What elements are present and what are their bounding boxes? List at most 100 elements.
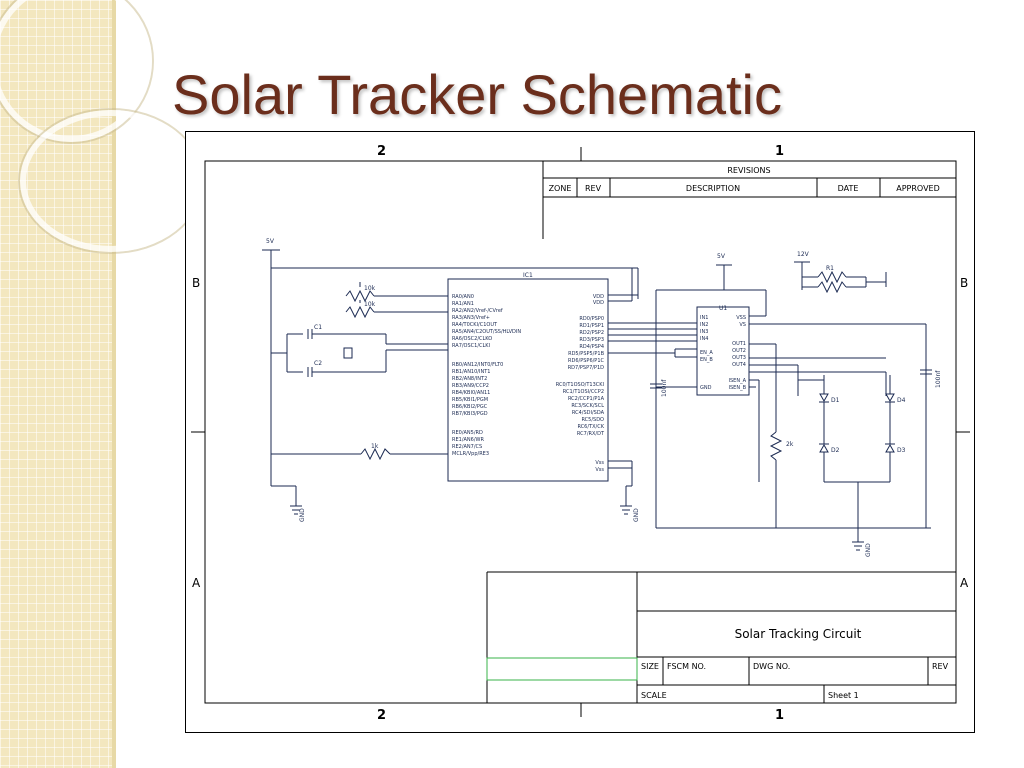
revisions-col-rev: REV (585, 184, 602, 193)
svg-text:RC5/SDO: RC5/SDO (581, 417, 604, 423)
svg-text:IN3: IN3 (700, 329, 708, 335)
svg-text:IN1: IN1 (700, 315, 708, 321)
gnd-mid-label: GND (633, 508, 640, 522)
revisions-col-zone: ZONE (549, 184, 572, 193)
title-block-rev: REV (932, 662, 949, 671)
svg-text:OUT4: OUT4 (732, 362, 746, 368)
svg-text:RA0/AN0: RA0/AN0 (452, 294, 474, 300)
svg-text:RB3/AN9/CCP2: RB3/AN9/CCP2 (452, 383, 489, 389)
svg-text:RC7/RX/DT: RC7/RX/DT (577, 431, 605, 437)
svg-text:RC3/SCK/SCL: RC3/SCK/SCL (571, 403, 604, 409)
svg-text:RD2/PSP2: RD2/PSP2 (579, 330, 604, 336)
zone-label-b-right: B (960, 276, 968, 290)
pot-a-label: 10k (364, 285, 376, 292)
d3-label: D3 (897, 447, 906, 454)
title-block-dwg: DWG NO. (753, 662, 790, 671)
svg-text:IN2: IN2 (700, 322, 708, 328)
svg-text:RC6/TX/CK: RC6/TX/CK (577, 424, 604, 430)
svg-text:RC1/T1OSI/CCP2: RC1/T1OSI/CCP2 (563, 389, 604, 395)
svg-text:IN4: IN4 (700, 336, 708, 342)
svg-text:RD5/PSP5/P1B: RD5/PSP5/P1B (568, 351, 604, 357)
svg-text:OUT1: OUT1 (732, 341, 746, 347)
zone-label-a-left: A (192, 576, 201, 590)
pot-b-label: 10k (364, 301, 376, 308)
svg-text:RA7/OSC1/CLKI: RA7/OSC1/CLKI (452, 343, 490, 349)
revisions-col-approved: APPROVED (896, 184, 940, 193)
svg-text:RA1/AN1: RA1/AN1 (452, 301, 474, 307)
svg-text:RB2/AN8/INT2: RB2/AN8/INT2 (452, 376, 487, 382)
zone-label-a-right: A (960, 576, 969, 590)
svg-text:EN_B: EN_B (700, 357, 713, 363)
c1-label: C1 (314, 324, 322, 331)
svg-text:RB7/KBI3/PGD: RB7/KBI3/PGD (452, 411, 488, 417)
svg-text:VDD: VDD (593, 300, 604, 306)
svg-text:RC2/CCP1/P1A: RC2/CCP1/P1A (568, 396, 605, 402)
sense-resistor-label: 2k (786, 441, 794, 448)
svg-text:RA2/AN2/Vref-/CVref: RA2/AN2/Vref-/CVref (452, 308, 503, 314)
svg-text:Vss: Vss (595, 467, 604, 473)
title-block-sheet: Sheet 1 (828, 691, 859, 700)
svg-text:VS: VS (739, 322, 746, 328)
cap-b-label: 100nf (935, 370, 942, 388)
svg-text:EN_A: EN_A (700, 350, 713, 356)
cap-a-label: 100nf (661, 379, 668, 397)
svg-text:MCLR/Vpp/RE3: MCLR/Vpp/RE3 (452, 451, 489, 457)
svg-text:OUT2: OUT2 (732, 348, 746, 354)
revisions-col-date: DATE (838, 184, 859, 193)
svg-text:VSS: VSS (736, 315, 746, 321)
svg-text:RB4/KBI0/AN11: RB4/KBI0/AN11 (452, 390, 490, 396)
mclr-resistor-label: 1k (371, 443, 379, 450)
svg-text:RA5/AN4/C2OUT/SS/HLVDIN: RA5/AN4/C2OUT/SS/HLVDIN (452, 329, 521, 335)
svg-text:ISEN_A: ISEN_A (729, 378, 747, 384)
schematic-drawing: RA0/AN0 RA1/AN1 RA2/AN2/Vref-/CVref RA3/… (191, 144, 970, 723)
title-block-scale: SCALE (641, 691, 667, 700)
svg-text:RD0/PSP0: RD0/PSP0 (579, 316, 604, 322)
d2-label: D2 (831, 447, 840, 454)
svg-text:GND: GND (700, 385, 712, 391)
revisions-col-description: DESCRIPTION (686, 184, 740, 193)
svg-text:RD6/PSP6/P1C: RD6/PSP6/P1C (568, 358, 604, 364)
title-block-title: Solar Tracking Circuit (735, 627, 862, 641)
svg-text:RD3/PSP3: RD3/PSP3 (579, 337, 604, 343)
slide-title: Solar Tracker Schematic (172, 63, 782, 126)
svg-text:RD4/PSP4: RD4/PSP4 (579, 344, 604, 350)
zone-label-top-2: 2 (377, 144, 386, 159)
svg-text:RC4/SDI/SDA: RC4/SDI/SDA (572, 410, 605, 416)
svg-text:RA4/T0CKI/C1OUT: RA4/T0CKI/C1OUT (452, 322, 498, 328)
u1-label: U1 (719, 305, 727, 312)
ic1-label: IC1 (523, 272, 533, 279)
supply-12v: 12V (797, 251, 810, 258)
svg-text:RC0/T1OSO/T13CKI: RC0/T1OSO/T13CKI (556, 382, 604, 388)
svg-text:RB1/AN10/INT1: RB1/AN10/INT1 (452, 369, 490, 375)
zone-label-bottom-2: 2 (377, 708, 386, 723)
title-block-size: SIZE (641, 662, 659, 671)
d1-label: D1 (831, 397, 840, 404)
svg-text:RB6/KBI2/PGC: RB6/KBI2/PGC (452, 404, 488, 410)
zone-label-bottom-1: 1 (775, 708, 784, 723)
c2-label: C2 (314, 360, 322, 367)
schematic-sheet: RA0/AN0 RA1/AN1 RA2/AN2/Vref-/CVref RA3/… (185, 131, 975, 733)
revisions-heading: REVISIONS (727, 166, 770, 175)
gnd-right-label: GND (865, 543, 872, 557)
supply-5v-left: 5V (266, 238, 275, 245)
supply-5v-right: 5V (717, 253, 726, 260)
decorative-ring-bottom (20, 110, 202, 252)
gnd-left-label: GND (299, 508, 306, 522)
svg-text:RA6/OSC2/CLKO: RA6/OSC2/CLKO (452, 336, 492, 342)
zone-label-top-1: 1 (775, 144, 784, 159)
svg-text:VDD: VDD (593, 294, 604, 300)
svg-text:RD7/PSP7/P1D: RD7/PSP7/P1D (568, 365, 604, 371)
zone-label-b-left: B (192, 276, 200, 290)
svg-text:RD1/PSP1: RD1/PSP1 (579, 323, 604, 329)
svg-text:RB0/AN12/INT0/FLT0: RB0/AN12/INT0/FLT0 (452, 362, 503, 368)
svg-text:RE1/AN6/WR: RE1/AN6/WR (452, 437, 484, 443)
title-block-fscm: FSCM NO. (667, 662, 706, 671)
svg-text:Vss: Vss (595, 460, 604, 466)
svg-text:ISEN_B: ISEN_B (729, 385, 747, 391)
svg-text:OUT3: OUT3 (732, 355, 746, 361)
svg-text:RA3/AN3/Vref+: RA3/AN3/Vref+ (452, 315, 490, 321)
svg-text:RE0/AN5/RD: RE0/AN5/RD (452, 430, 483, 436)
d4-label: D4 (897, 397, 906, 404)
svg-text:RB5/KBI1/PGM: RB5/KBI1/PGM (452, 397, 488, 403)
r1-label: R1 (826, 265, 834, 272)
